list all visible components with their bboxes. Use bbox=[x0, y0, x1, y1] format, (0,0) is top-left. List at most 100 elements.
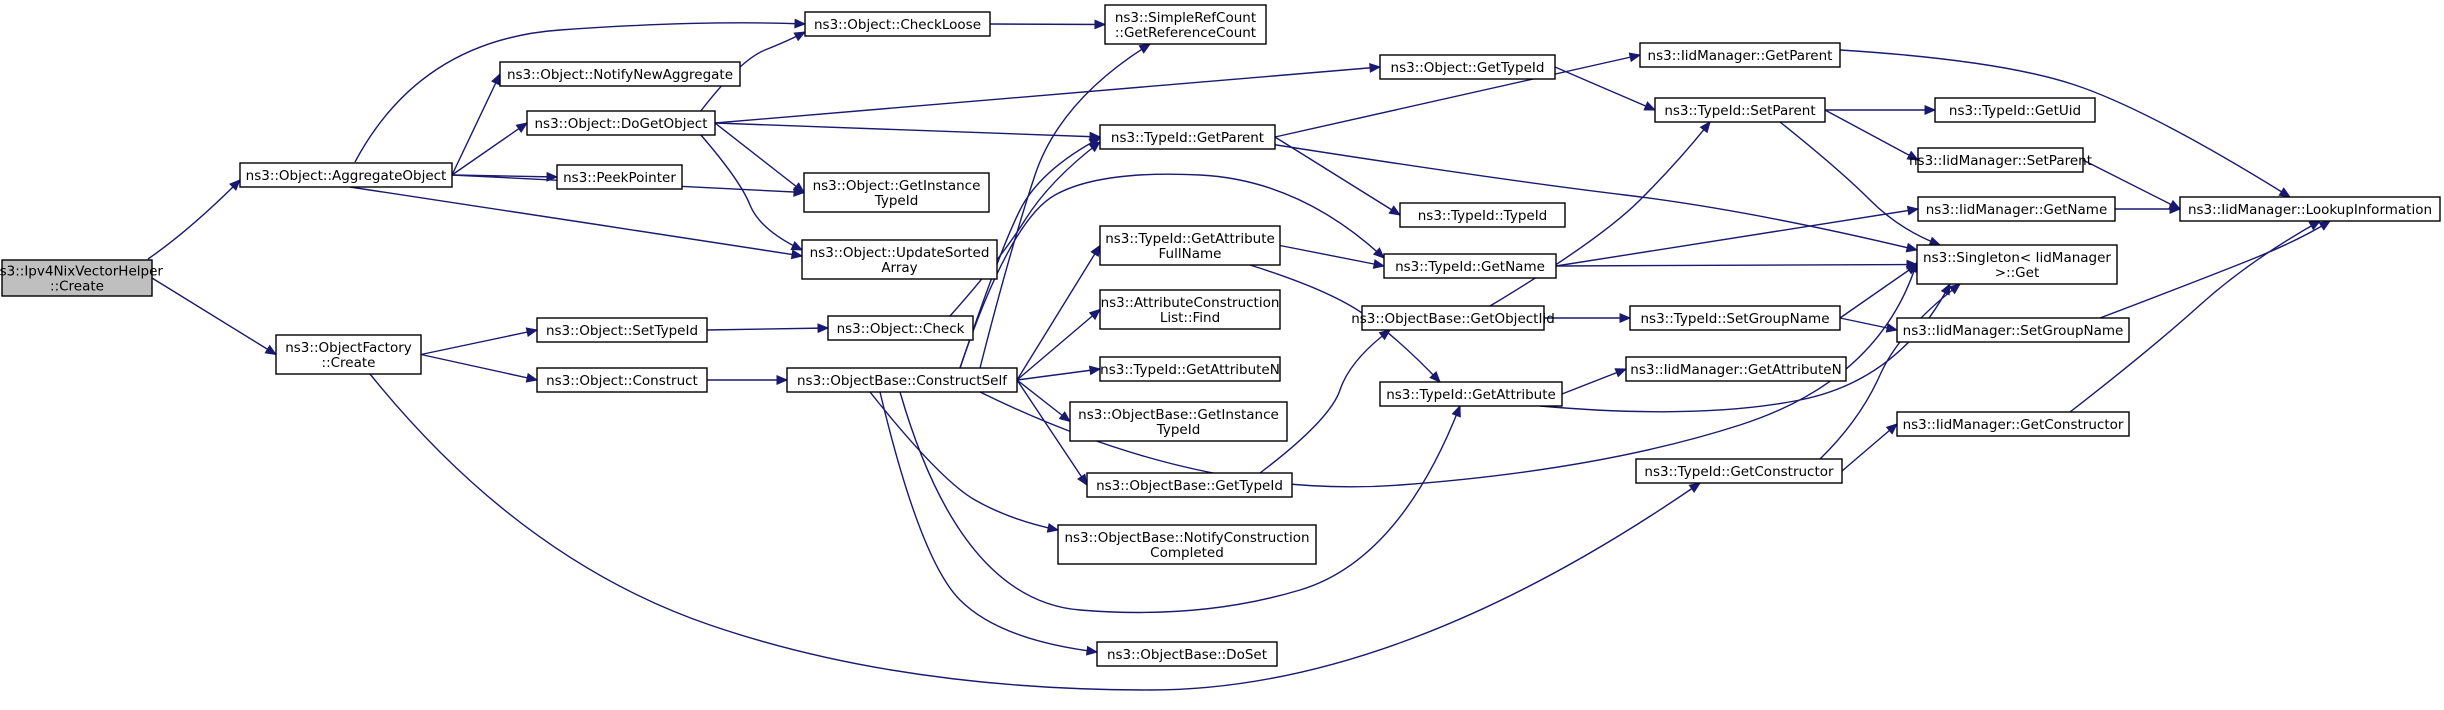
function-node[interactable]: ns3::IidManager::GetParent bbox=[1639, 42, 1841, 68]
function-node[interactable]: ns3::TypeId::GetName bbox=[1383, 253, 1557, 279]
edge-n6-n8 bbox=[1554, 66, 1657, 111]
arrow-head bbox=[1085, 645, 1099, 656]
edge-n24-n16 bbox=[2099, 220, 2332, 319]
arrow-head bbox=[1372, 247, 1385, 259]
function-node[interactable]: ns3::ObjectBase::DoSet bbox=[1096, 641, 1278, 667]
node-label: ns3::IidManager::GetParent bbox=[1648, 48, 1833, 64]
function-node[interactable]: ns3::TypeId::GetAttributeN bbox=[1099, 356, 1281, 382]
function-node[interactable]: ns3::TypeId::GetConstructor bbox=[1635, 458, 1843, 484]
edge-n5-n6 bbox=[714, 62, 1382, 124]
node-box bbox=[1086, 472, 1293, 498]
node-box bbox=[1099, 225, 1281, 266]
node-label: ns3::Object::Construct bbox=[546, 373, 698, 389]
node-box bbox=[1934, 97, 2096, 123]
function-node[interactable]: ns3::Object::AggregateObject bbox=[239, 162, 453, 188]
arrow-head bbox=[2318, 220, 2332, 231]
function-node[interactable]: ns3::TypeId::GetUid bbox=[1934, 97, 2096, 123]
function-node[interactable]: ns3::Object::NotifyNewAggregate bbox=[499, 61, 741, 87]
node-box bbox=[536, 317, 708, 343]
function-node[interactable]: ns3::Object::CheckLoose bbox=[804, 11, 991, 37]
edge-line bbox=[1259, 329, 1391, 474]
function-node[interactable]: ns3::IidManager::LookupInformation bbox=[2179, 196, 2441, 222]
function-node[interactable]: ns3::Object::SetTypeId bbox=[536, 317, 708, 343]
function-node[interactable]: ns3::Object::Construct bbox=[536, 367, 708, 393]
edge-line bbox=[989, 23, 1106, 26]
arrow-head bbox=[1885, 322, 1899, 333]
function-node[interactable]: ns3::PeekPointer bbox=[556, 164, 683, 190]
edge-n27-n36 bbox=[369, 373, 1702, 691]
edge-line bbox=[2069, 220, 2321, 413]
node-label: List::Find bbox=[1160, 310, 1220, 326]
function-node[interactable]: ns3::ObjectBase::ConstructSelf bbox=[786, 367, 1018, 393]
edge-line bbox=[1841, 423, 1898, 472]
edge-n30-n33 bbox=[899, 391, 1461, 614]
arrow-head bbox=[1088, 308, 1101, 321]
arrow-head bbox=[1090, 244, 1101, 258]
node-label: ns3::IidManager::SetGroupName bbox=[1903, 323, 2124, 339]
node-box bbox=[1896, 411, 2130, 437]
edge-n17-n19 bbox=[1279, 244, 1386, 269]
arrow-head bbox=[229, 179, 241, 191]
function-node[interactable]: ns3::IidManager::SetParent bbox=[1909, 147, 2092, 173]
function-node[interactable]: ns3::SimpleRefCount::GetReferenceCount bbox=[1104, 4, 1267, 45]
function-node[interactable]: ns3::IidManager::GetAttributeN bbox=[1625, 356, 1847, 382]
function-node[interactable]: ns3::ObjectBase::GetTypeId bbox=[1086, 472, 1293, 498]
node-label: ns3::ObjectBase::DoSet bbox=[1107, 647, 1267, 663]
edge-line bbox=[1016, 379, 1088, 486]
edge-n22-n23 bbox=[1544, 313, 1632, 323]
edge-line bbox=[1819, 283, 1961, 460]
edges-layer bbox=[147, 18, 2332, 691]
arrow-head bbox=[1429, 370, 1441, 383]
function-node[interactable]: ns3::Object::DoGetObject bbox=[526, 110, 716, 136]
function-node[interactable]: ns3::TypeId::SetParent bbox=[1654, 97, 1826, 123]
node-label: ::GetReferenceCount bbox=[1115, 25, 1256, 41]
function-node[interactable]: ns3::TypeId::TypeId bbox=[1399, 202, 1566, 228]
function-node[interactable]: ns3::IidManager::GetName bbox=[1917, 196, 2116, 222]
edge-line bbox=[1554, 66, 1656, 111]
edge-line bbox=[714, 66, 1381, 124]
edge-line bbox=[899, 391, 1461, 614]
node-box bbox=[1654, 97, 1826, 123]
node-box bbox=[1916, 244, 2118, 285]
function-node[interactable]: ns3::ObjectBase::GetObjectIid bbox=[1351, 305, 1555, 331]
function-node[interactable]: ns3::TypeId::SetGroupName bbox=[1629, 305, 1841, 331]
edge-line bbox=[706, 327, 829, 331]
node-label: ns3::Object::AggregateObject bbox=[246, 168, 447, 184]
edge-n29-n30 bbox=[707, 375, 789, 385]
function-node[interactable]: ns3::Ipv4NixVectorHelper::Create bbox=[0, 259, 163, 297]
edge-n2-n3 bbox=[989, 19, 1107, 30]
node-box bbox=[1629, 305, 1841, 331]
function-node[interactable]: ns3::Singleton< IidManager >::Get bbox=[1916, 244, 2118, 285]
node-label: ns3::Ipv4NixVectorHelper bbox=[0, 264, 163, 280]
arrow-head bbox=[790, 241, 804, 251]
node-label: ::Create bbox=[50, 279, 104, 295]
node-box bbox=[1069, 401, 1288, 442]
edge-n0-n1 bbox=[147, 179, 241, 260]
function-node[interactable]: ns3::TypeId::GetAttribute bbox=[1379, 381, 1563, 407]
edge-n30-n21 bbox=[1016, 308, 1101, 381]
function-node[interactable]: ns3::Object::GetTypeId bbox=[1379, 54, 1556, 80]
node-box bbox=[1096, 641, 1278, 667]
function-node[interactable]: ns3::ObjectFactory::Create bbox=[275, 334, 422, 375]
node-box bbox=[804, 11, 991, 37]
node-box bbox=[801, 239, 998, 280]
function-node[interactable]: ns3::Object::Check bbox=[827, 315, 974, 341]
function-node[interactable]: ns3::IidManager::SetGroupName bbox=[1896, 317, 2130, 343]
node-box bbox=[1917, 196, 2116, 222]
edge-n30-n10 bbox=[959, 137, 1102, 369]
edge-line bbox=[451, 73, 501, 176]
arrow-head bbox=[792, 182, 806, 194]
edge-line bbox=[959, 173, 1385, 369]
function-node[interactable]: ns3::IidManager::GetConstructor bbox=[1896, 411, 2130, 437]
function-node[interactable]: ns3::ObjectBase::NotifyConstructionCompl… bbox=[1057, 524, 1317, 565]
node-label: ns3::AttributeConstruction bbox=[1101, 295, 1280, 311]
function-node[interactable]: ns3::TypeId::GetParent bbox=[1099, 124, 1276, 150]
node-label: ns3::ObjectBase::GetTypeId bbox=[1096, 478, 1283, 494]
node-box bbox=[499, 61, 741, 87]
edge-line bbox=[1561, 368, 1627, 395]
